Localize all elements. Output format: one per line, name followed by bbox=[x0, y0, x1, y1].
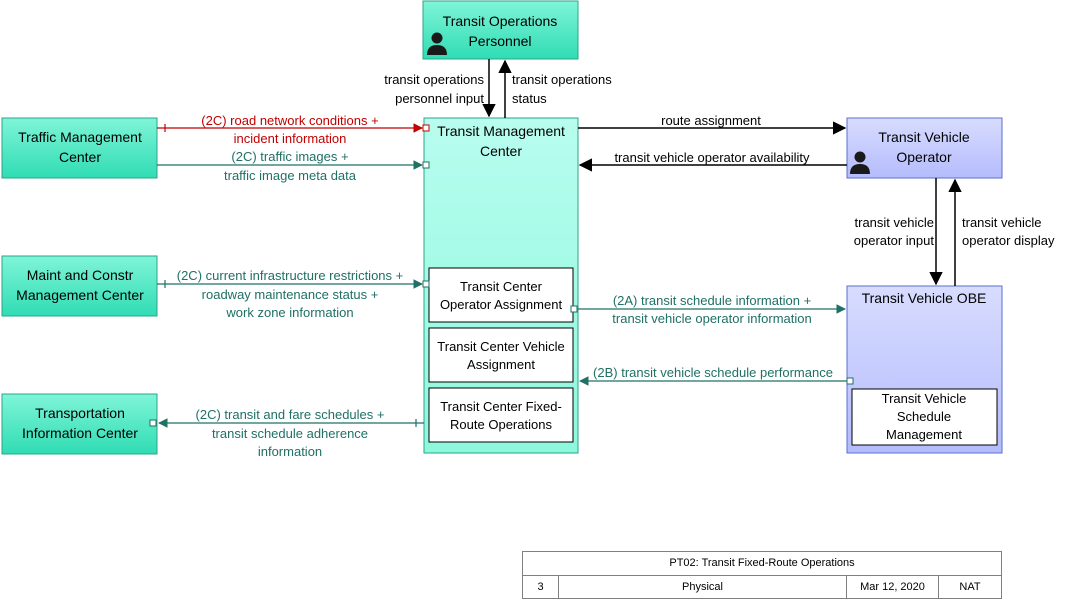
title-block-row: 3 Physical Mar 12, 2020 NAT bbox=[523, 576, 1001, 599]
transit-vehicle-schedule-management-box[interactable]: Transit Vehicle Schedule Management bbox=[851, 388, 998, 446]
flow-transit-schedule-information[interactable]: (2A) transit schedule information + tran… bbox=[570, 293, 846, 326]
flow-label-operator-input-2: operator input bbox=[854, 233, 935, 248]
flow-label-infrastructure-2: roadway maintenance status + bbox=[202, 287, 379, 302]
flow-label-traffic-images-2: traffic image meta data bbox=[224, 168, 357, 183]
transit-operations-personnel-label-1: Transit Operations bbox=[443, 13, 558, 29]
operator-assignment-label-1: Transit Center bbox=[460, 279, 543, 294]
flow-label-operator-availability: transit vehicle operator availability bbox=[614, 150, 810, 165]
flow-label-road-network-1: (2C) road network conditions + bbox=[201, 113, 378, 128]
diagram-scope: NAT bbox=[959, 581, 981, 593]
flow-label-fare-schedules-2: transit schedule adherence bbox=[212, 426, 368, 441]
transportation-information-center-label-1: Transportation bbox=[35, 405, 125, 421]
maint-constr-label-1: Maint and Constr bbox=[27, 267, 134, 283]
person-icon bbox=[427, 32, 447, 55]
flow-transit-fare-schedules[interactable]: (2C) transit and fare schedules + transi… bbox=[149, 407, 424, 459]
diagram-number: 3 bbox=[523, 576, 559, 599]
flow-transit-vehicle-operator-display[interactable]: transit vehicle operator display bbox=[948, 178, 1055, 286]
flow-transit-vehicle-schedule-performance[interactable]: (2B) transit vehicle schedule performanc… bbox=[579, 365, 854, 386]
flow-label-traffic-images-1: (2C) traffic images + bbox=[231, 149, 348, 164]
transit-operations-personnel-box[interactable]: Transit Operations Personnel bbox=[422, 0, 579, 60]
transit-vehicle-operator-box[interactable]: Transit Vehicle Operator bbox=[846, 117, 1003, 179]
flow-transit-operations-personnel-input[interactable]: transit operations personnel input bbox=[384, 59, 496, 118]
traffic-management-center-box[interactable]: Traffic Management Center bbox=[1, 117, 158, 179]
flow-label-ops-input-2: personnel input bbox=[395, 91, 484, 106]
diagram-title: PT02: Transit Fixed-Route Operations bbox=[523, 552, 1001, 576]
flow-label-infrastructure-1: (2C) current infrastructure restrictions… bbox=[177, 268, 403, 283]
transit-center-fixed-route-operations-box[interactable]: Transit Center Fixed- Route Operations bbox=[428, 387, 574, 443]
transit-management-center-label-1: Transit Management bbox=[437, 123, 565, 139]
schedule-management-label-2: Schedule bbox=[897, 409, 951, 424]
flow-route-assignment[interactable]: route assignment bbox=[578, 113, 847, 135]
traffic-management-center-label-2: Center bbox=[59, 149, 101, 165]
flow-transit-operations-status[interactable]: transit operations status bbox=[498, 59, 612, 118]
transit-center-operator-assignment-box[interactable]: Transit Center Operator Assignment bbox=[428, 267, 574, 323]
flow-transit-vehicle-operator-input[interactable]: transit vehicle operator input bbox=[854, 178, 943, 286]
transportation-information-center-label-2: Information Center bbox=[22, 425, 138, 441]
flow-label-road-network-2: incident information bbox=[234, 131, 347, 146]
vehicle-assignment-label-2: Assignment bbox=[467, 357, 535, 372]
title-block: PT02: Transit Fixed-Route Operations 3 P… bbox=[522, 551, 1002, 599]
transit-vehicle-obe-label: Transit Vehicle OBE bbox=[862, 290, 987, 306]
fixed-route-label-1: Transit Center Fixed- bbox=[440, 399, 562, 414]
flow-label-schedule-info-2: transit vehicle operator information bbox=[612, 311, 811, 326]
flow-transit-vehicle-operator-availability[interactable]: transit vehicle operator availability bbox=[578, 150, 847, 172]
operator-assignment-label-2: Operator Assignment bbox=[440, 297, 563, 312]
transit-management-center-label-2: Center bbox=[480, 143, 522, 159]
transit-center-vehicle-assignment-box[interactable]: Transit Center Vehicle Assignment bbox=[428, 327, 574, 383]
maint-constr-management-center-box[interactable]: Maint and Constr Management Center bbox=[1, 255, 158, 317]
flow-label-fare-schedules-3: information bbox=[258, 444, 322, 459]
fixed-route-label-2: Route Operations bbox=[450, 417, 552, 432]
flow-label-route-assignment: route assignment bbox=[661, 113, 761, 128]
flow-label-operator-display-2: operator display bbox=[962, 233, 1055, 248]
schedule-management-label-1: Transit Vehicle bbox=[882, 391, 967, 406]
transit-operations-personnel-label-2: Personnel bbox=[468, 33, 531, 49]
flow-road-network-conditions[interactable]: (2C) road network conditions + incident … bbox=[157, 113, 430, 146]
transit-vehicle-operator-label-1: Transit Vehicle bbox=[878, 129, 970, 145]
schedule-management-label-3: Management bbox=[886, 427, 962, 442]
flow-label-infrastructure-3: work zone information bbox=[225, 305, 353, 320]
flow-label-schedule-info-1: (2A) transit schedule information + bbox=[613, 293, 811, 308]
flow-label-ops-input-1: transit operations bbox=[384, 72, 484, 87]
diagram-date: Mar 12, 2020 bbox=[847, 576, 939, 599]
transportation-information-center-box[interactable]: Transportation Information Center bbox=[1, 393, 158, 455]
flow-label-operator-display-1: transit vehicle bbox=[962, 215, 1041, 230]
maint-constr-label-2: Management Center bbox=[16, 287, 144, 303]
flow-label-operator-input-1: transit vehicle bbox=[855, 215, 934, 230]
vehicle-assignment-label-1: Transit Center Vehicle bbox=[437, 339, 564, 354]
flow-label-ops-status-1: transit operations bbox=[512, 72, 612, 87]
flow-label-fare-schedules-1: (2C) transit and fare schedules + bbox=[196, 407, 385, 422]
flow-infrastructure-restrictions[interactable]: (2C) current infrastructure restrictions… bbox=[157, 268, 430, 320]
traffic-management-center-label-1: Traffic Management bbox=[18, 129, 142, 145]
flow-label-ops-status-2: status bbox=[512, 91, 547, 106]
transit-vehicle-operator-label-2: Operator bbox=[896, 149, 952, 165]
flow-traffic-images[interactable]: (2C) traffic images + traffic image meta… bbox=[157, 149, 430, 183]
person-icon bbox=[850, 151, 870, 174]
flow-label-schedule-performance: (2B) transit vehicle schedule performanc… bbox=[593, 365, 833, 380]
diagram-view: Physical bbox=[559, 576, 847, 599]
